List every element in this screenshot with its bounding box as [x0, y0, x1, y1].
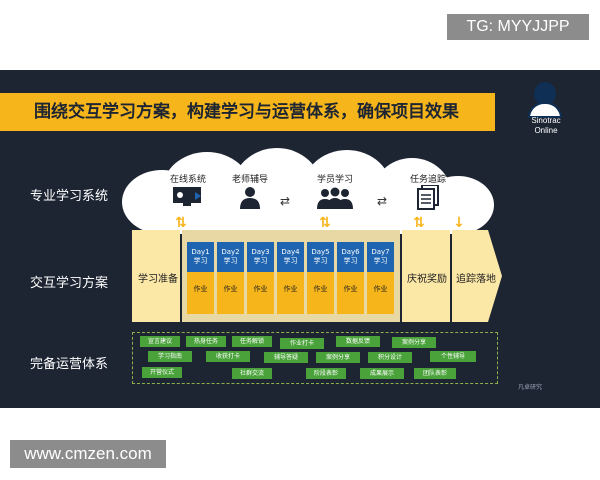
ops-tag: 任务解锁 [232, 336, 272, 347]
students-icon [317, 187, 353, 209]
day-name: Day7 [371, 248, 390, 256]
logo-line-2: Online [534, 126, 558, 135]
online-system: 在线系统 [158, 172, 218, 210]
followup-arrow-block [452, 230, 502, 322]
presentation-screen-icon [173, 187, 201, 206]
ops-tag: 开营仪式 [142, 367, 182, 378]
logo-line-1: Sinotrac [531, 116, 561, 125]
updown-arrow-icon-2: ⇅ [319, 215, 331, 231]
logo-text: Sinotrac Online [518, 116, 574, 136]
followup-label: 追踪落地 [456, 274, 496, 285]
swap-arrows-icon-1: ⇄ [280, 194, 291, 208]
day-study: 学习 [313, 257, 328, 265]
ops-tag: 团队表彰 [414, 368, 456, 379]
row-label-ops: 完备运营体系 [30, 357, 109, 372]
day-study: 学习 [193, 257, 208, 265]
ops-tag: 个性辅导 [430, 351, 476, 362]
ops-tag: 学习指南 [148, 351, 192, 362]
sinotrac-logo: Sinotrac Online [518, 82, 570, 142]
ops-tag: 宣言建议 [140, 336, 180, 347]
down-arrow-icon: ↓ [453, 215, 465, 231]
day-name: Day1 [191, 248, 210, 256]
logo-head-icon [534, 82, 556, 106]
day-task: 作业 [223, 285, 238, 293]
prep-block: 学习准备 [132, 230, 180, 322]
day-task: 作业 [283, 285, 298, 293]
online-system-label: 在线系统 [169, 175, 206, 185]
ops-tag: 数据反馈 [336, 336, 380, 347]
day-study: 学习 [283, 257, 298, 265]
celebrate-block: 庆祝奖励 [402, 230, 450, 322]
day-name: Day4 [281, 248, 300, 256]
day-study: 学习 [373, 257, 388, 265]
teacher-coaching: 老师辅导 [220, 172, 280, 212]
slide: 围绕交互学习方案，构建学习与运营体系，确保项目效果 Sinotrac Onlin… [0, 70, 600, 408]
row-label-plan: 交互学习方案 [30, 276, 109, 291]
watermark-bottom: www.cmzen.com [10, 440, 166, 468]
ops-tag: 社群交流 [232, 368, 272, 379]
day-task: 作业 [373, 285, 388, 293]
teacher-coaching-label: 老师辅导 [231, 175, 268, 185]
updown-arrow-icon-3: ⇅ [413, 215, 425, 231]
day-name: Day3 [251, 248, 270, 256]
ops-tag: 辅导答疑 [264, 352, 308, 363]
task-tracking: 任务追踪 [398, 172, 458, 214]
swap-arrows-icon-2: ⇄ [377, 194, 388, 208]
celebrate-label: 庆祝奖励 [407, 274, 447, 285]
day-task: 作业 [253, 285, 268, 293]
ops-system-box [132, 332, 498, 384]
day-name: Day6 [341, 248, 360, 256]
documents-icon [417, 184, 439, 210]
student-learning: 学员学习 [300, 172, 370, 212]
ops-tag: 成果展示 [360, 368, 404, 379]
updown-arrow-icon-1: ⇅ [175, 215, 187, 231]
ops-tag: 案例分享 [392, 337, 436, 348]
day-name: Day2 [221, 248, 240, 256]
day-name: Day5 [311, 248, 330, 256]
teacher-icon [240, 187, 260, 209]
day-study: 学习 [343, 257, 358, 265]
day-task: 作业 [193, 285, 208, 293]
day-task: 作业 [343, 285, 358, 293]
learning-system-cloud: 在线系统 老师辅导 ⇄ 学员学习 [122, 148, 494, 234]
watermark-top: TG: MYYJJPP [447, 14, 589, 40]
ops-tag: 作业打卡 [280, 338, 324, 349]
student-learning-label: 学员学习 [316, 175, 353, 185]
day-task: 作业 [313, 285, 328, 293]
title-bar: 围绕交互学习方案，构建学习与运营体系，确保项目效果 [0, 93, 495, 131]
ops-tag: 案例分享 [316, 352, 360, 363]
day-study: 学习 [253, 257, 268, 265]
ops-tag: 阶段表彰 [306, 368, 346, 379]
prep-label: 学习准备 [138, 274, 178, 285]
ops-tag: 积分设计 [368, 352, 412, 363]
row-label-system: 专业学习系统 [30, 189, 109, 204]
ops-tag: 热身任务 [186, 336, 226, 347]
ops-tag: 收获打卡 [206, 351, 250, 362]
corner-mark: 凡卓研究 [518, 384, 543, 391]
slide-title: 围绕交互学习方案，构建学习与运营体系，确保项目效果 [34, 102, 459, 122]
day-study: 学习 [223, 257, 238, 265]
task-tracking-label: 任务追踪 [409, 175, 446, 185]
